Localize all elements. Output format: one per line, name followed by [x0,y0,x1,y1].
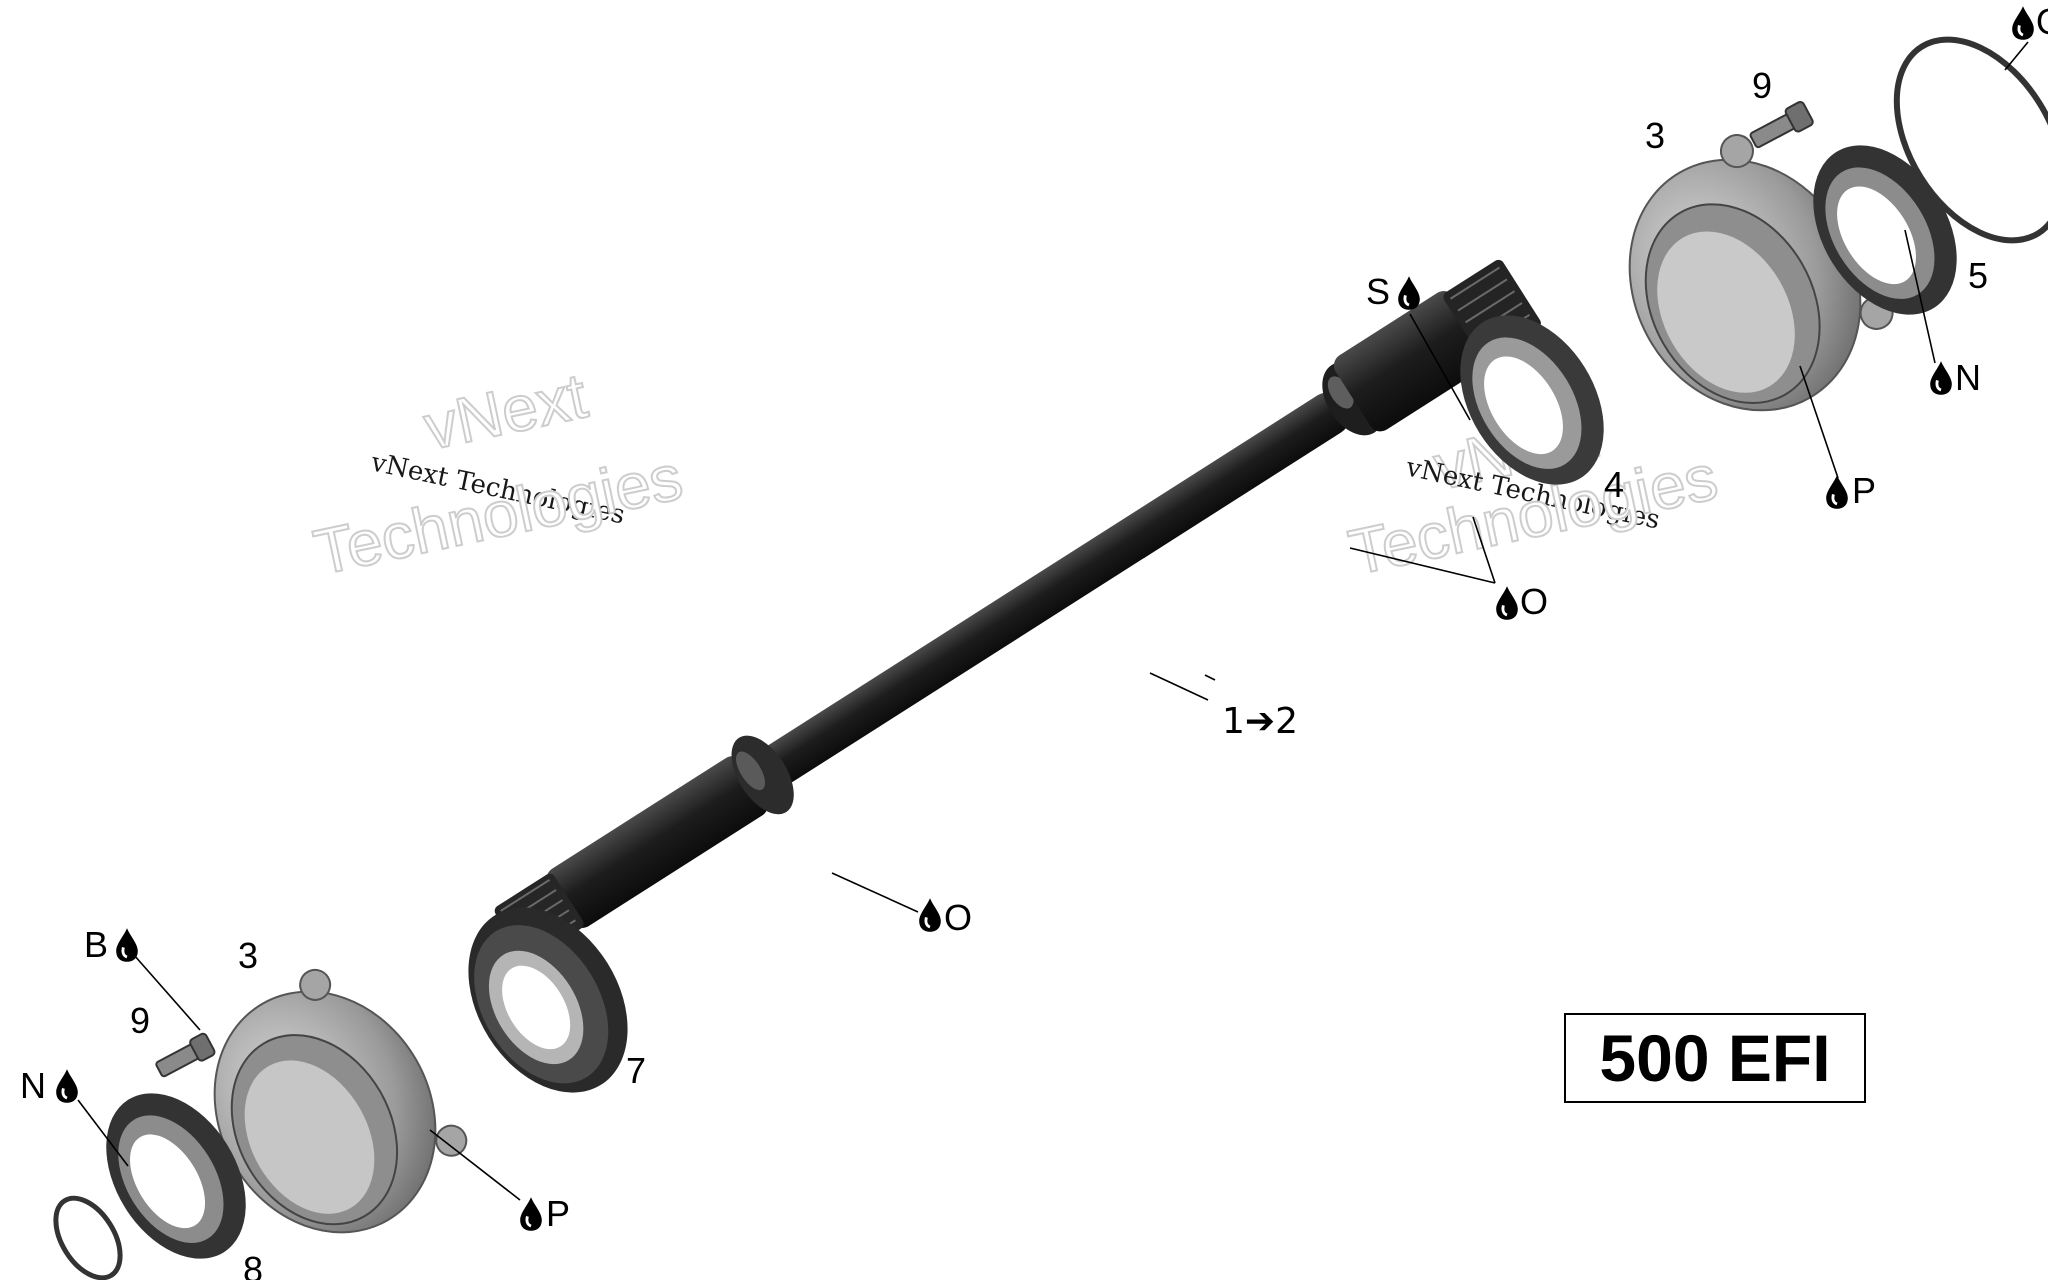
leader-lines [77,41,2029,1201]
callout-shaft-label: 1➔2 [1222,701,1298,742]
lube-callout-n-left: N [20,1065,80,1106]
lube-code-p: P [546,1193,570,1234]
callout-seal-4: 4 [1604,464,1624,505]
housing-right [1628,134,1894,412]
housing-left [213,968,468,1234]
drive-shaft [494,259,1541,961]
seal-5 [1813,145,1957,315]
lube-callout-o-upper: O [1494,581,1548,622]
oil-drop-icon [2010,5,2036,41]
callout-housing-right: 3 [1645,115,1665,156]
oil-drop-icon [54,1068,80,1104]
callout-seal-8: 8 [243,1249,263,1280]
callout-screw-left: 9 [130,1000,150,1041]
o-ring-left [53,1195,123,1280]
callout-shaft: 1➔2 [1222,701,1298,742]
callout-screw-right: 9 [1752,65,1772,106]
lube-callout-p-right: P [1824,470,1876,511]
lube-callout-o-corner: O [2010,1,2048,42]
lube-callout-o-lower: O [917,897,972,938]
lube-code-n: N [1955,357,1981,398]
o-ring-right [1893,36,2048,244]
lube-code-b: B [84,924,108,965]
oil-drop-icon [1824,474,1850,510]
oil-drop-icon [1928,360,1954,396]
lube-callout-p-left: P [518,1193,570,1234]
lube-callout-n-right: N [1928,357,1981,398]
seal-4 [1460,315,1604,485]
model-label-box: 500 EFI [1564,1013,1866,1103]
lube-code-o: O [1520,581,1548,622]
screw-right [1749,100,1814,149]
oil-drop-icon [1396,275,1422,311]
lube-callout-b: B [84,924,140,965]
lube-code-s: S [1366,271,1390,312]
oil-drop-icon [518,1196,544,1232]
oil-drop-icon [114,927,140,963]
watermark-word-technologies: Technologies [308,441,688,589]
screw-left [155,1032,216,1078]
watermark-left: vNext vNext Technologies Technologies [307,358,689,589]
lube-code-p: P [1852,470,1876,511]
bearing-7 [468,907,628,1093]
lube-code-n: N [20,1065,46,1106]
lube-callout-s: S [1366,271,1422,312]
oil-drop-icon [917,897,943,933]
lube-code-o: O [944,897,972,938]
callout-housing-left: 3 [238,935,258,976]
callout-bearing-7: 7 [626,1050,646,1091]
model-label: 500 EFI [1599,1021,1831,1095]
lube-code-o: O [2036,1,2048,42]
callout-seal-5: 5 [1968,255,1988,296]
seal-8 [106,1093,246,1259]
oil-drop-icon [1494,585,1520,621]
watermark-word-big: vNext [418,359,593,463]
